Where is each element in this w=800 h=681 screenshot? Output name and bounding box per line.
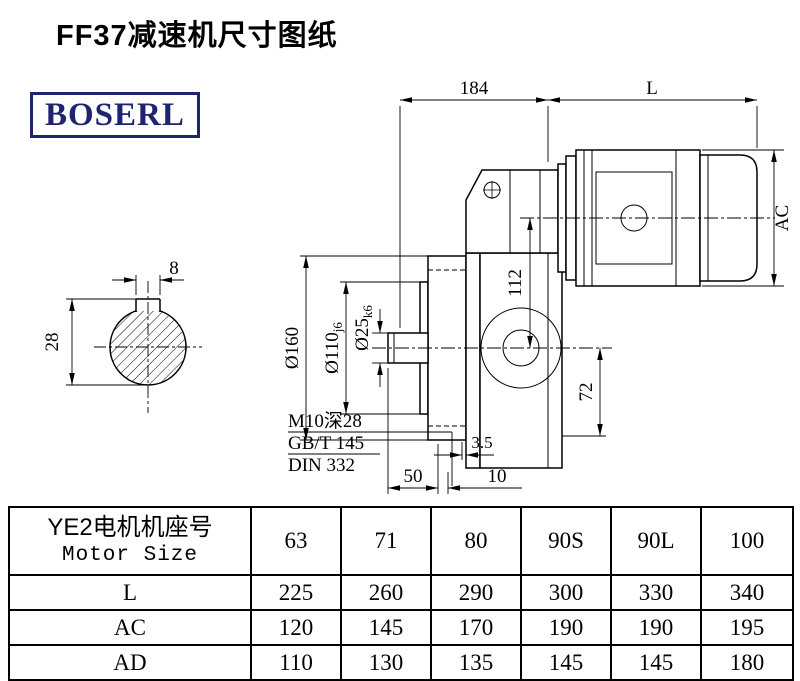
size-col-90s: 90S xyxy=(520,506,612,576)
motor-size-header-en: Motor Size xyxy=(61,543,199,567)
cell-L-90l: 330 xyxy=(610,574,702,611)
note-din-label: DIN 332 xyxy=(288,455,355,476)
row-label-L: L xyxy=(8,574,252,611)
note-tap-label: M10深28 xyxy=(288,410,362,432)
dim-10-label: 10 xyxy=(488,466,507,487)
dim-L-label: L xyxy=(646,78,658,99)
gearbox-motor-outline xyxy=(387,149,758,469)
dim-8-label: 8 xyxy=(169,258,179,279)
cell-L-71: 260 xyxy=(340,574,432,611)
size-col-71: 71 xyxy=(340,506,432,576)
cell-AC-71: 145 xyxy=(340,609,432,646)
table-row-AC: AC 120 145 170 190 190 195 xyxy=(8,609,794,646)
cell-L-80: 290 xyxy=(430,574,522,611)
table-header-row: YE2电机机座号 Motor Size 63 71 80 90S 90L 100 xyxy=(8,506,794,576)
cell-AC-100: 195 xyxy=(700,609,794,646)
shaft-section-view xyxy=(94,281,202,413)
cell-AC-80: 170 xyxy=(430,609,522,646)
dim-50-label: 50 xyxy=(404,466,423,487)
page-title: FF37减速机尺寸图纸 xyxy=(56,20,338,52)
table-row-AD: AD 110 130 135 145 145 180 xyxy=(8,644,794,681)
row-label-AC: AC xyxy=(8,609,252,646)
dim-28-label: 28 xyxy=(42,333,63,352)
dimension-table: YE2电机机座号 Motor Size 63 71 80 90S 90L 100… xyxy=(8,506,794,681)
cell-AC-90s: 190 xyxy=(520,609,612,646)
dim-d25-label: Ø25k6 xyxy=(352,305,375,351)
dim-72-label: 72 xyxy=(576,383,597,402)
technical-drawing: 8 28 xyxy=(42,78,793,494)
cell-AC-63: 120 xyxy=(250,609,342,646)
dim-184-label: 184 xyxy=(460,78,489,99)
motor-size-header-cell: YE2电机机座号 Motor Size xyxy=(8,506,252,576)
dim-3p5-label: 3.5 xyxy=(471,433,492,452)
cell-L-90s: 300 xyxy=(520,574,612,611)
cell-AD-90s: 145 xyxy=(520,644,612,681)
cell-L-63: 225 xyxy=(250,574,342,611)
size-col-90l: 90L xyxy=(610,506,702,576)
size-col-100: 100 xyxy=(700,506,794,576)
table-row-L: L 225 260 290 300 330 340 xyxy=(8,574,794,611)
axis-centerlines xyxy=(372,217,775,349)
boserl-logo: BOSERL xyxy=(30,92,200,139)
cell-AD-80: 135 xyxy=(430,644,522,681)
cell-AC-90l: 190 xyxy=(610,609,702,646)
dim-AC-label: AC xyxy=(772,205,793,231)
input-housing xyxy=(465,169,559,254)
motor-size-header-cn: YE2电机机座号 xyxy=(47,514,213,541)
size-col-63: 63 xyxy=(250,506,342,576)
note-gb-label: GB/T 145 xyxy=(288,433,364,454)
cell-AD-100: 180 xyxy=(700,644,794,681)
dimension-lines xyxy=(288,97,784,494)
dim-d110-label: Ø110j6 xyxy=(322,322,345,374)
cell-AD-63: 110 xyxy=(250,644,342,681)
dim-112-label: 112 xyxy=(505,269,526,297)
shaft-section-dimensions xyxy=(66,275,184,386)
dim-d160-label: Ø160 xyxy=(282,327,303,369)
cell-L-100: 340 xyxy=(700,574,794,611)
row-label-AD: AD xyxy=(8,644,252,681)
cell-AD-90l: 145 xyxy=(610,644,702,681)
cell-AD-71: 130 xyxy=(340,644,432,681)
size-col-80: 80 xyxy=(430,506,522,576)
